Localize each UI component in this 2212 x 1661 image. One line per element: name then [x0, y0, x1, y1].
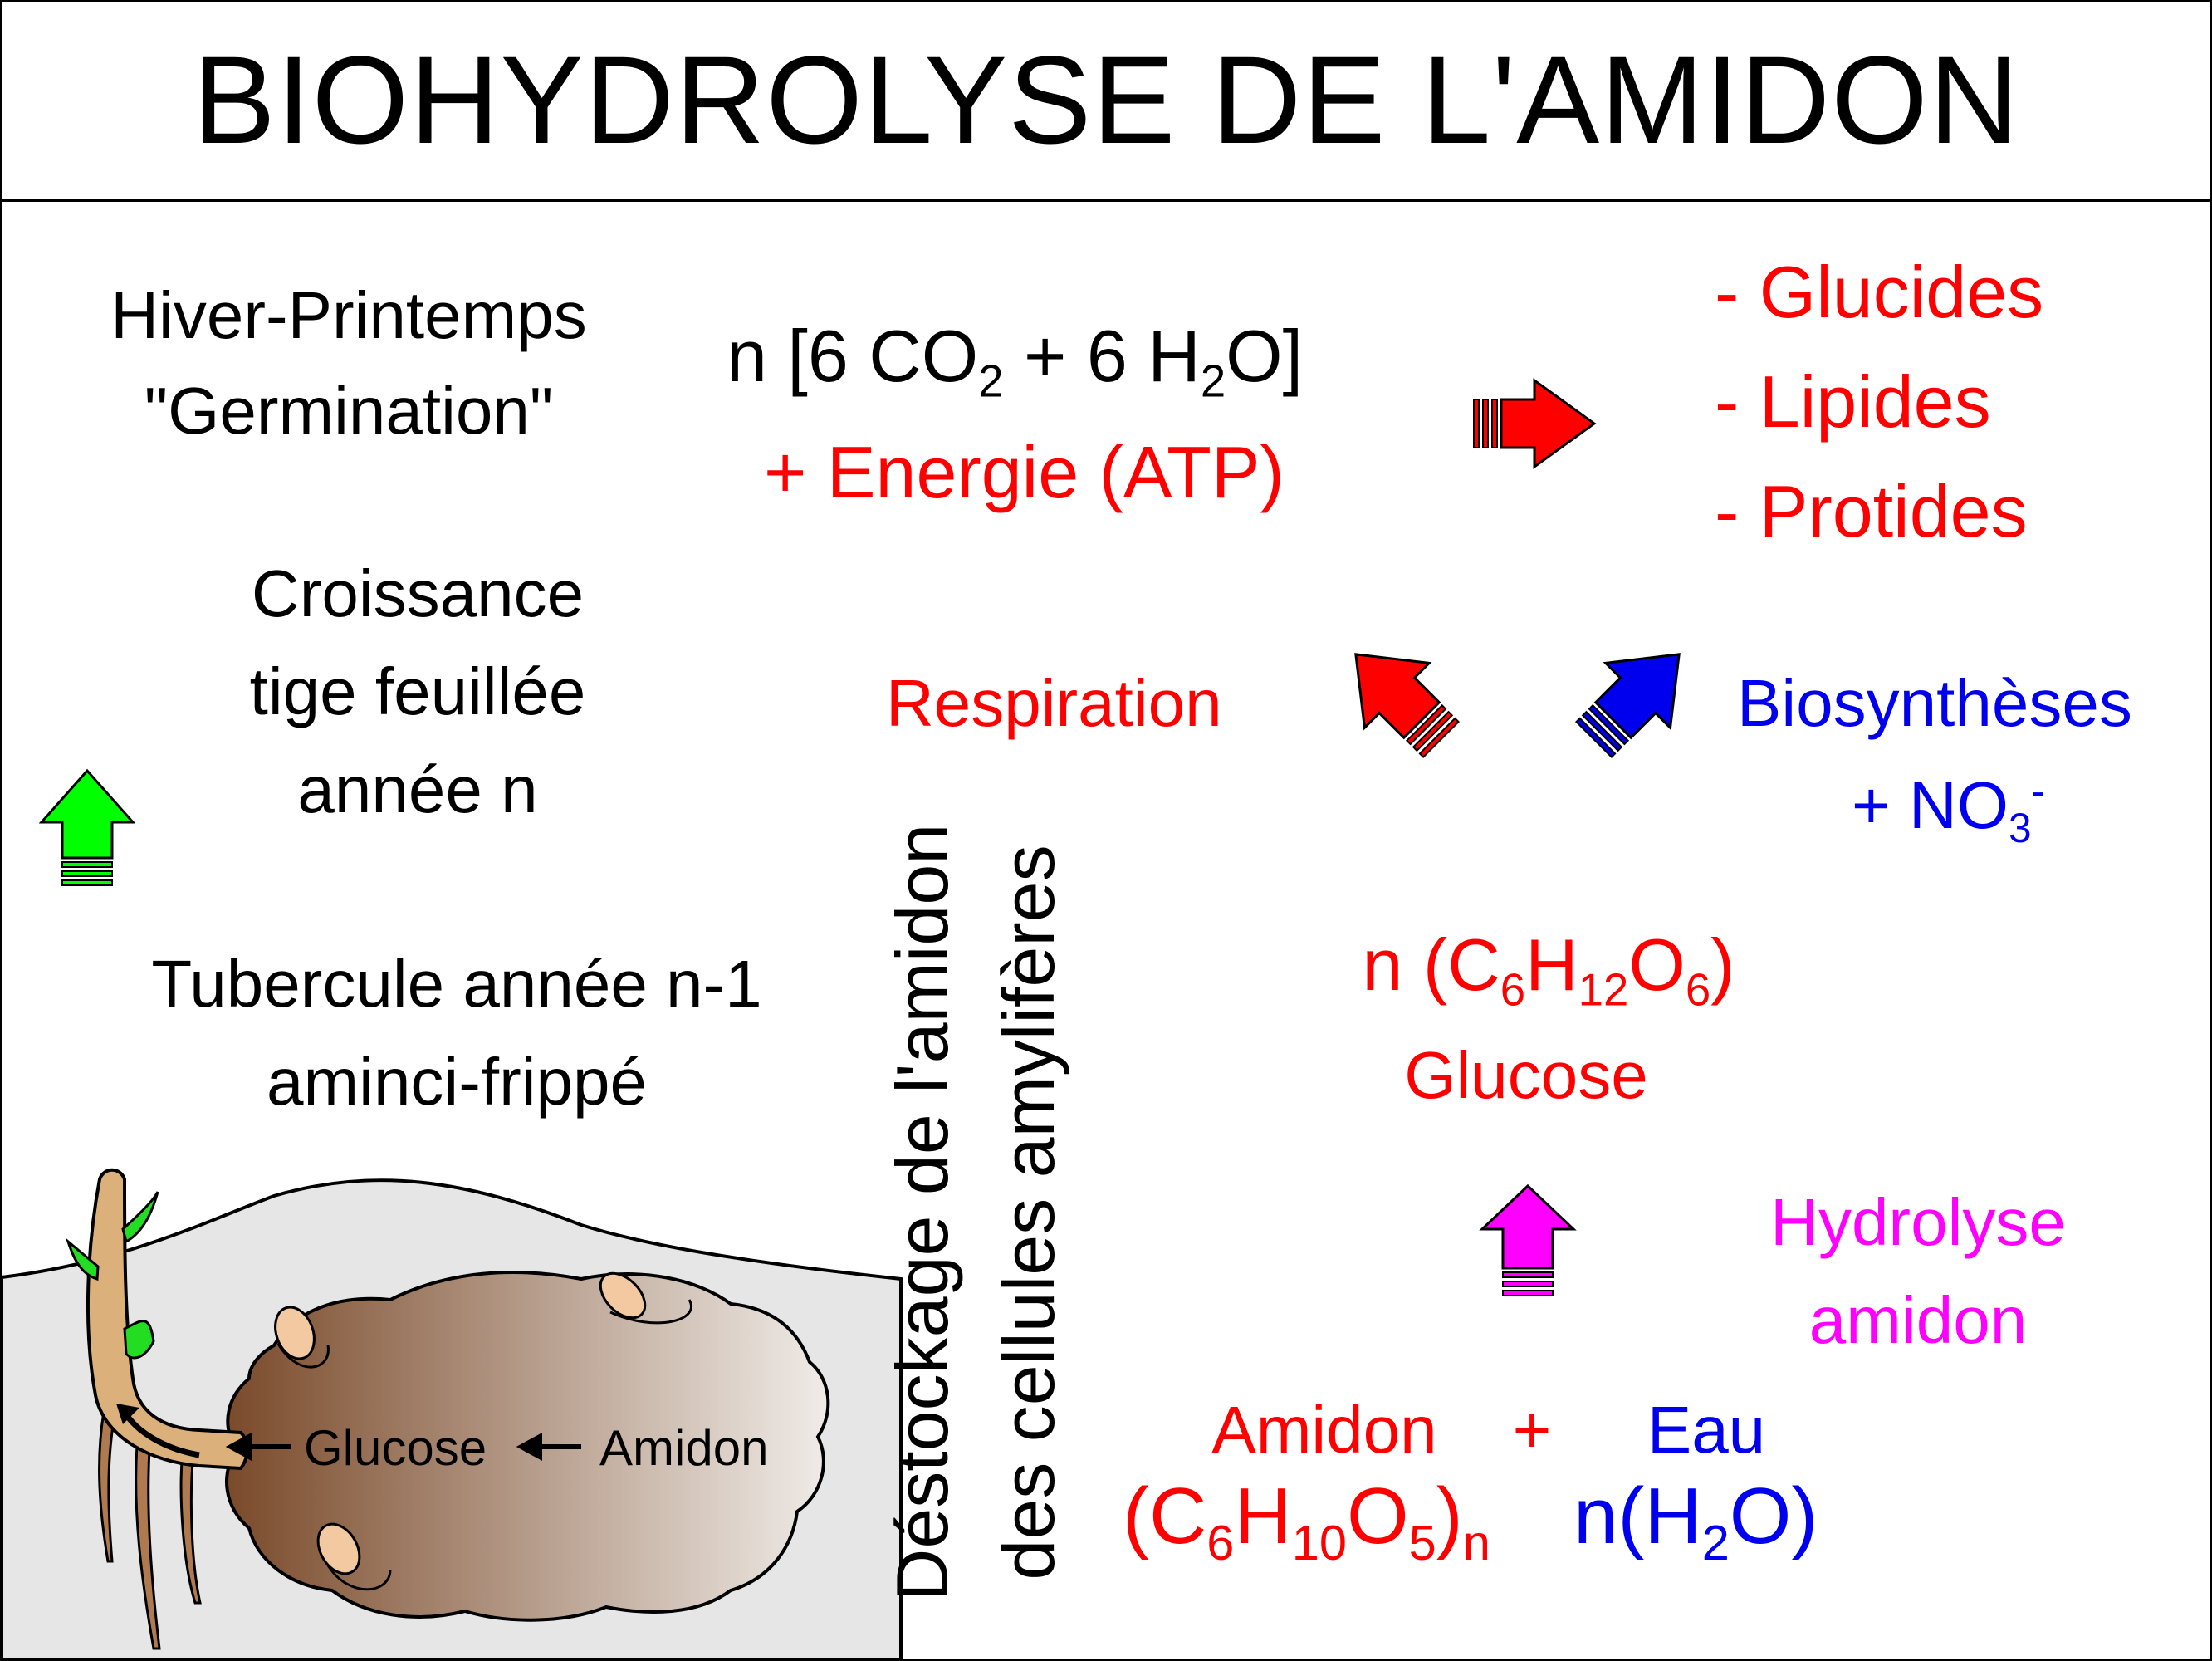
growth-label-1: Croissance — [251, 556, 585, 630]
eau-formula: n(H2O) — [1573, 1472, 1818, 1571]
illustration-arrow-icon — [225, 1432, 581, 1462]
season-label-1: Hiver-Printemps — [110, 278, 587, 352]
respiration-label: Respiration — [886, 666, 1222, 740]
equation-line: n [6 CO2 + 6 H2O] — [727, 315, 1304, 407]
title-bar: BIOHYDROLYSE DE L'AMIDON — [0, 0, 2212, 202]
biosynthesis-label-1: Biosynthèses — [1737, 666, 2132, 740]
amidon-label: Amidon — [1211, 1393, 1437, 1467]
arrow-respiration-icon — [1354, 653, 1460, 758]
arrow-biosynthesis-icon — [1575, 653, 1681, 758]
arrow-hydrolysis-icon — [1479, 1183, 1577, 1296]
arrow-right-red-icon — [1473, 378, 1597, 469]
energy-label: + Energie (ATP) — [764, 431, 1285, 513]
growth-label-3: année n — [297, 752, 538, 826]
season-label-2: "Germination" — [144, 374, 554, 448]
leaf-icon — [65, 1191, 159, 1360]
destockage-label: Déstockage de l'amidon des cellules amyl… — [881, 823, 1069, 1602]
amidon-formula: (C6H10O5)n — [1123, 1472, 1490, 1571]
growth-label-2: tige feuillée — [249, 654, 586, 728]
arrow-growth-icon — [38, 768, 136, 886]
product-item: - Glucides — [1715, 251, 2044, 333]
plus-sign: + — [1512, 1393, 1552, 1467]
product-item: - Lipides — [1715, 360, 1991, 443]
hydrolysis-label-1: Hydrolyse — [1770, 1185, 2066, 1259]
page-title: BIOHYDROLYSE DE L'AMIDON — [192, 29, 2020, 169]
product-item: - Protides — [1715, 470, 2028, 552]
tuber-label-1: Tubercule année n-1 — [151, 947, 762, 1021]
tuber-eye-icon — [274, 1271, 692, 1591]
glucose-flow-arrow-icon — [121, 1410, 200, 1458]
biosynthesis-label-2: + NO3- — [1852, 767, 2046, 851]
eau-label: Eau — [1647, 1393, 1766, 1467]
glucose-formula: n (C6H12O6) — [1362, 924, 1735, 1016]
root-icon — [98, 1409, 202, 1650]
tuber-label-2: aminci-frippé — [267, 1045, 647, 1119]
illustration-amidon-label: Amidon — [599, 1420, 769, 1476]
hydrolysis-label-2: amidon — [1808, 1283, 2028, 1357]
illustration-glucose-label: Glucose — [304, 1420, 487, 1476]
glucose-name: Glucose — [1404, 1038, 1648, 1112]
